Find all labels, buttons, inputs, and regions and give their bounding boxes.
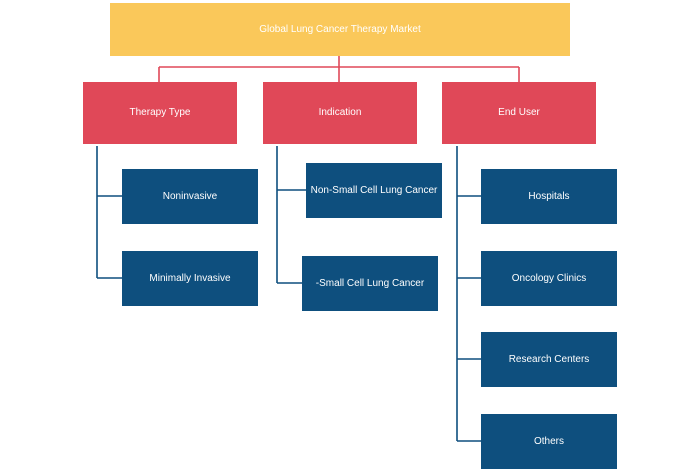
- leaf-others: Others: [481, 414, 617, 469]
- category-label: Therapy Type: [129, 107, 191, 118]
- leaf-label: Oncology Clinics: [511, 272, 587, 284]
- leaf-label: Non-Small Cell Lung Cancer: [310, 184, 438, 196]
- category-end-user: End User: [442, 82, 596, 144]
- category-label: Indication: [318, 107, 362, 118]
- root-node-label: Global Lung Cancer Therapy Market: [259, 23, 421, 35]
- category-therapy-type: Therapy Type: [83, 82, 237, 144]
- category-label: End User: [498, 107, 540, 118]
- leaf-hospitals: Hospitals: [481, 169, 617, 224]
- leaf-minimally-invasive: Minimally Invasive: [122, 251, 258, 306]
- leaf-noninvasive: Noninvasive: [122, 169, 258, 224]
- leaf-non-small-cell-lung-cancer: Non-Small Cell Lung Cancer: [306, 163, 442, 218]
- leaf-label: -Small Cell Lung Cancer: [315, 277, 425, 289]
- leaf-label: Hospitals: [528, 190, 570, 202]
- leaf-label: Minimally Invasive: [149, 272, 231, 284]
- leaf-oncology-clinics: Oncology Clinics: [481, 251, 617, 306]
- leaf-small-cell-lung-cancer: -Small Cell Lung Cancer: [302, 256, 438, 311]
- leaf-research-centers: Research Centers: [481, 332, 617, 387]
- category-indication: Indication: [263, 82, 417, 144]
- root-node: Global Lung Cancer Therapy Market: [110, 3, 570, 56]
- leaf-label: Research Centers: [508, 353, 590, 365]
- leaf-label: Noninvasive: [162, 190, 218, 202]
- leaf-label: Others: [533, 435, 564, 447]
